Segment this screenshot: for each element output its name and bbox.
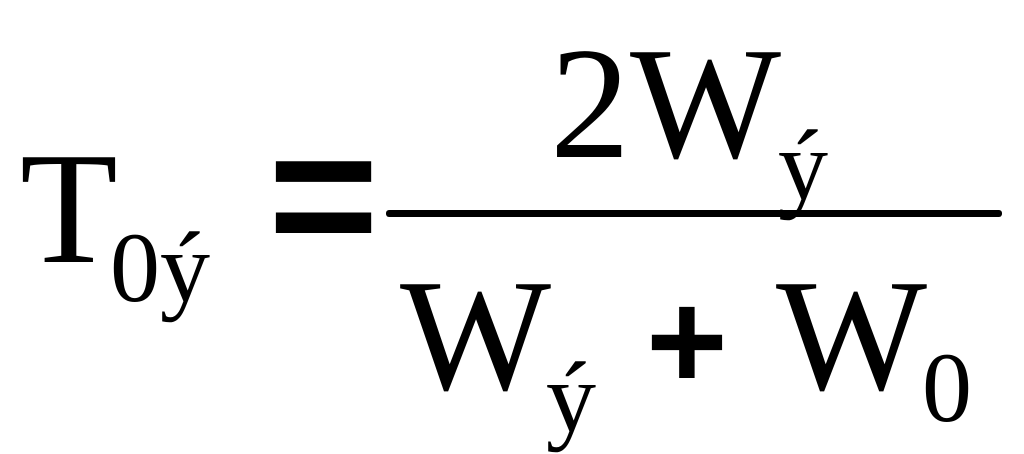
denominator-term1-subscript: ý [546,342,596,453]
lhs-subscript: 0ý [110,212,210,323]
numerator-symbol-w: W [630,14,782,192]
numerator-subscript: ý [778,110,828,221]
fraction-bar [386,210,1002,217]
numerator-coefficient: 2 [550,14,630,192]
denominator-term2-subscript: 0 [922,332,972,443]
denominator-term1-symbol-w: W [400,246,552,424]
lhs-symbol-t: T [20,119,118,297]
plus-sign: + [646,262,728,419]
denominator-term2-symbol-w: W [776,246,928,424]
equals-sign: = [268,89,379,301]
